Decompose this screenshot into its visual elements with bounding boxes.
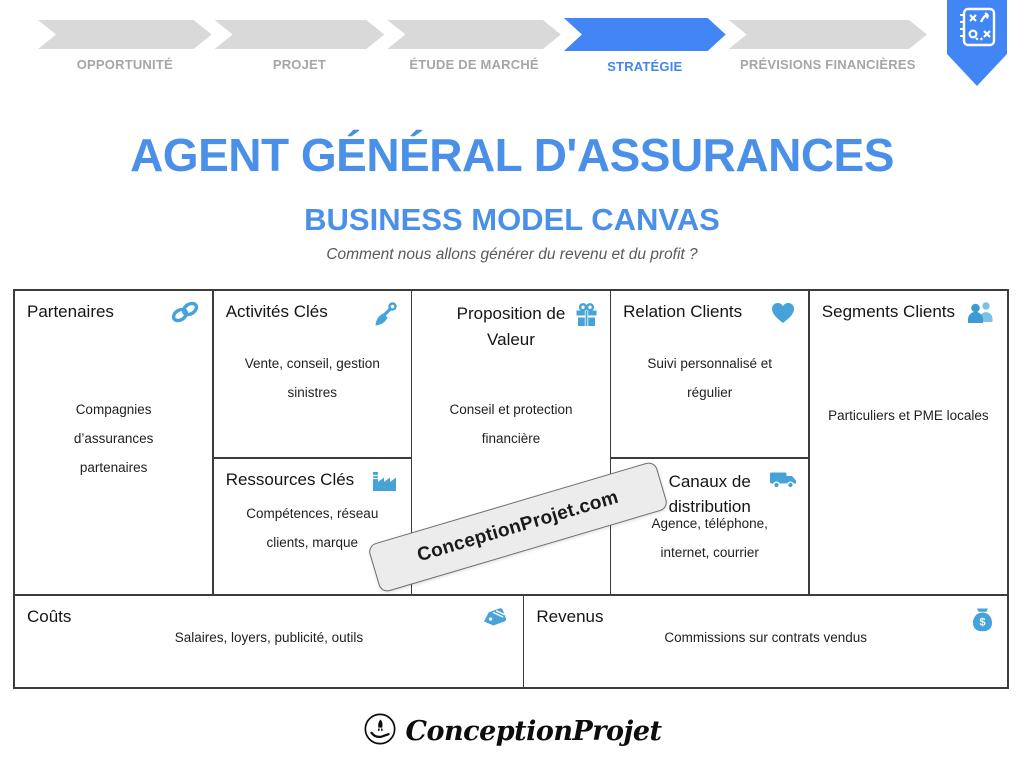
cell-content: Conseil et protection financière xyxy=(449,402,573,447)
nav-step-previsions-financieres[interactable]: PRÉVISIONS FINANCIÈRES xyxy=(729,20,927,74)
nav-step-etude-de-marche[interactable]: ÉTUDE DE MARCHÉ xyxy=(387,20,561,74)
page-tagline: Comment nous allons générer du revenu et… xyxy=(326,246,698,263)
chevron-shape xyxy=(215,20,385,49)
nav-step-opportunite[interactable]: OPPORTUNITÉ xyxy=(38,20,212,74)
cell-title: Coûts xyxy=(27,606,72,626)
cell-activites-cles: Activités Clés Vente, conseil, ges xyxy=(213,291,411,457)
gift-icon xyxy=(573,301,600,333)
cell-title: Partenaires xyxy=(27,302,114,321)
cell-relation-clients: Relation Clients Suivi personnalisé et r… xyxy=(611,291,809,457)
nav-step-strategie-active[interactable]: STRATÉGIE xyxy=(564,20,726,74)
canvas-bottom-row: Coûts Salaires, loyers, publicité, ou xyxy=(15,595,1007,687)
cell-content: Salaires, loyers, publicité, outils xyxy=(174,629,364,645)
cell-content: Compétences, réseau clients, marque xyxy=(246,505,379,550)
nav-step-projet[interactable]: PROJET xyxy=(215,20,385,74)
nav-step-label: ÉTUDE DE MARCHÉ xyxy=(409,57,539,72)
hand-rocket-icon xyxy=(363,712,397,751)
cell-content: Agence, téléphone, internet, courrier xyxy=(651,515,768,560)
chevron-shape xyxy=(729,20,927,49)
cell-title: Canaux de distribution xyxy=(668,471,751,517)
footer-logo: ConceptionProjet xyxy=(0,712,1024,751)
cell-content: Particuliers et PME locales xyxy=(828,408,989,423)
cell-content: Vente, conseil, gestion sinistres xyxy=(244,356,380,401)
page-subtitle: BUSINESS MODEL CANVAS xyxy=(304,202,720,237)
people-icon xyxy=(966,301,995,329)
chevron-shape xyxy=(38,20,212,49)
nav-step-label: PROJET xyxy=(272,57,327,72)
footer-logo-text: ConceptionProjet xyxy=(405,716,662,747)
shovel-icon xyxy=(372,301,399,333)
cell-title: Segments Clients xyxy=(821,302,956,321)
link-icon xyxy=(170,301,200,328)
cell-title: Ressources Clés xyxy=(225,469,355,489)
cell-title: Revenus xyxy=(536,606,604,626)
nav-step-label: STRATÉGIE xyxy=(607,59,683,74)
cell-content: Compagnies d’assurances partenaires xyxy=(73,402,154,476)
cell-revenus: Revenus $ Commissions sur contrats vendu… xyxy=(524,595,1007,687)
truck-icon xyxy=(769,469,798,495)
cell-title: Activités Clés xyxy=(225,302,328,321)
nav-step-label: OPPORTUNITÉ xyxy=(76,57,173,72)
cell-partenaires: Partenaires Compagnies d’assurances part… xyxy=(15,291,213,594)
column-relations-channels: Relation Clients Suivi personnalisé et r… xyxy=(611,291,809,594)
cell-title: Proposition de Valeur xyxy=(456,304,566,349)
cell-title: Relation Clients xyxy=(623,302,743,321)
chevron-shape xyxy=(387,20,561,49)
cell-couts: Coûts Salaires, loyers, publicité, ou xyxy=(15,595,523,687)
business-model-canvas: Partenaires Compagnies d’assurances part… xyxy=(13,289,1009,689)
heart-icon xyxy=(770,301,796,330)
cell-content: Suivi personnalisé et régulier xyxy=(647,356,772,401)
tag-icon xyxy=(480,606,511,636)
page-title: AGENT GÉNÉRAL D'ASSURANCES xyxy=(130,129,894,181)
nav-step-label: PRÉVISIONS FINANCIÈRES xyxy=(740,57,916,72)
svg-text:$: $ xyxy=(979,616,985,628)
moneybag-icon: $ xyxy=(970,606,995,638)
cell-segments-clients: Segments Clients xyxy=(809,291,1007,594)
factory-icon xyxy=(370,469,399,498)
strategy-plan-bookmark-icon xyxy=(947,0,1007,88)
chevron-shape xyxy=(564,18,726,51)
cell-content: Commissions sur contrats vendus xyxy=(664,629,867,645)
process-nav: OPPORTUNITÉ PROJET ÉTUDE DE MARCHÉ STRAT… xyxy=(38,20,930,74)
